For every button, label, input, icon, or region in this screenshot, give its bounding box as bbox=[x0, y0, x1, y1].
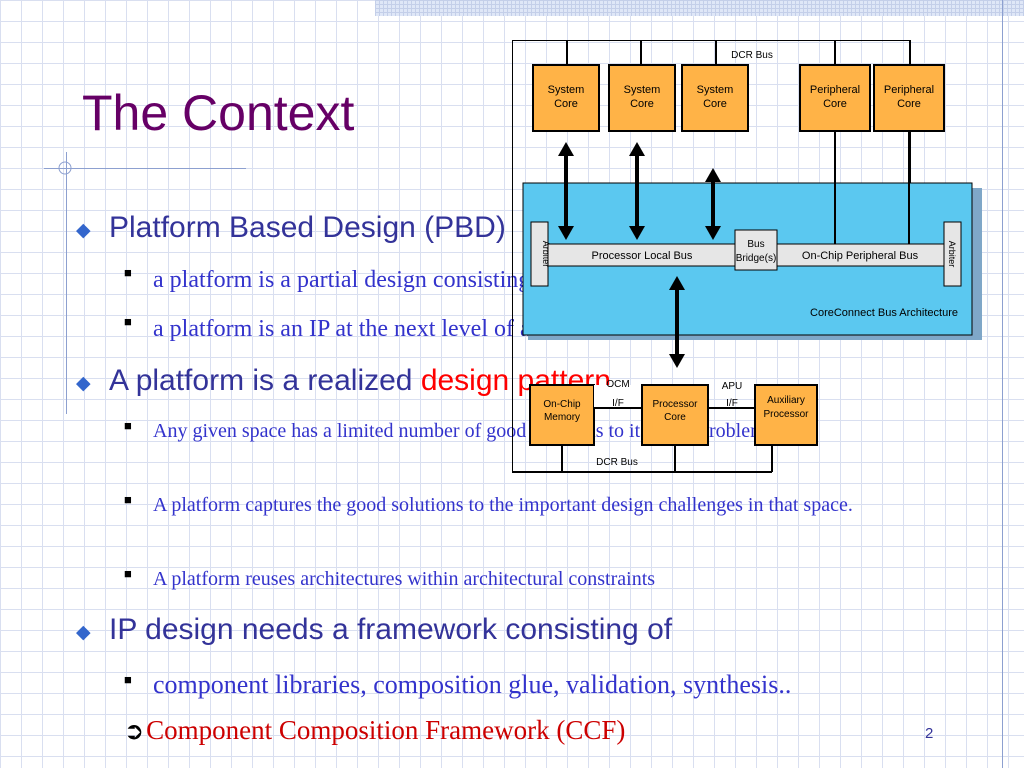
bullet-2-sub-2-text: A platform captures the good solutions t… bbox=[153, 494, 853, 516]
system-core-1-label-2: Core bbox=[554, 98, 578, 110]
bullet-2: ◆ A platform is a realized design patter… bbox=[76, 364, 611, 398]
bullet-1: ◆ Platform Based Design (PBD) bbox=[76, 211, 506, 245]
peripheral-core-1-label-1: Peripheral bbox=[810, 84, 860, 96]
bullet-1-text: Platform Based Design (PBD) bbox=[109, 211, 506, 244]
square-bullet-icon: ■ bbox=[124, 418, 132, 433]
bullet-2-sub-1: ■ Any given space has a limited number o… bbox=[124, 418, 953, 444]
ocm-if bbox=[594, 385, 642, 407]
conclusion: ➲Component Composition Framework (CCF) bbox=[124, 715, 625, 746]
conclusion-text: Component Composition Framework (CCF) bbox=[146, 715, 626, 745]
system-core-3-label-2: Core bbox=[703, 98, 727, 110]
ocm-if-label-1: OCM bbox=[606, 379, 629, 390]
coreconnect-architecture-diagram: DCR Bus System Core System Core System C… bbox=[512, 40, 982, 473]
crosshair-ornament-icon bbox=[58, 161, 72, 175]
on-chip-memory-label-1: On-Chip bbox=[543, 399, 581, 410]
peripheral-core-1 bbox=[799, 64, 871, 132]
apu-if-label-1: APU bbox=[722, 381, 743, 392]
on-chip-peripheral-bus bbox=[776, 243, 945, 267]
square-bullet-icon: ■ bbox=[124, 492, 132, 507]
bullet-2-text: A platform is a realized bbox=[109, 364, 421, 397]
bullet-2-sub-1-text: Any given space has a limited number of … bbox=[153, 420, 779, 442]
on-chip-peripheral-bus-label: On-Chip Peripheral Bus bbox=[802, 250, 919, 262]
apu-if-label-2: I/F bbox=[726, 398, 738, 409]
on-chip-memory bbox=[529, 384, 595, 446]
processor-core-label-2: Core bbox=[664, 412, 686, 423]
bullet-2-sub-3-text: A platform reuses architectures within a… bbox=[153, 568, 656, 590]
dcr-bus-bottom-label: DCR Bus bbox=[596, 457, 638, 468]
top-decorative-band bbox=[375, 0, 1024, 16]
arbiter-right-label: Arbiter bbox=[947, 241, 957, 268]
diamond-bullet-icon: ◆ bbox=[76, 622, 91, 643]
square-bullet-icon: ■ bbox=[124, 265, 132, 280]
page-number: 2 bbox=[925, 725, 934, 742]
diamond-bullet-icon: ◆ bbox=[76, 373, 91, 394]
arbiter-left-label: Arbiter bbox=[541, 241, 551, 268]
square-bullet-icon: ■ bbox=[124, 672, 132, 687]
coreconnect-label: CoreConnect Bus Architecture bbox=[810, 307, 958, 319]
system-core-3-label-1: System bbox=[697, 84, 734, 96]
title-underline-rule bbox=[44, 168, 246, 169]
left-rule bbox=[66, 152, 67, 414]
slide-title: The Context bbox=[82, 85, 355, 141]
bullet-3-text: IP design needs a framework consisting o… bbox=[109, 613, 673, 646]
ocm-if-label-2: I/F bbox=[612, 398, 624, 409]
bullet-2-sub-3: ■ A platform reuses architectures within… bbox=[124, 566, 953, 592]
bus-bridge-label-2: Bridge(s) bbox=[736, 253, 777, 264]
circled-arrow-icon: ➲ bbox=[124, 717, 145, 745]
dcr-bus-top-label: DCR Bus bbox=[731, 50, 773, 61]
bus-bridge bbox=[734, 229, 778, 271]
bullet-2-sub-2: ■ A platform captures the good solutions… bbox=[124, 492, 998, 518]
auxiliary-processor-label-1: Auxiliary bbox=[767, 395, 805, 406]
auxiliary-processor-label-2: Processor bbox=[763, 409, 809, 420]
bullet-3: ◆ IP design needs a framework consisting… bbox=[76, 613, 673, 647]
right-rule bbox=[1002, 0, 1003, 768]
processor-core-label-1: Processor bbox=[652, 399, 698, 410]
square-bullet-icon: ■ bbox=[124, 566, 132, 581]
system-core-2-label-2: Core bbox=[630, 98, 654, 110]
processor-core bbox=[641, 384, 709, 446]
peripheral-core-2-label-1: Peripheral bbox=[884, 84, 934, 96]
system-core-2-label-1: System bbox=[624, 84, 661, 96]
peripheral-core-2-label-2: Core bbox=[897, 98, 921, 110]
processor-local-bus-label: Processor Local Bus bbox=[592, 250, 693, 262]
auxiliary-processor bbox=[754, 384, 818, 446]
bullet-3-sub-1-text: component libraries, composition glue, v… bbox=[153, 670, 792, 699]
system-core-3 bbox=[681, 64, 749, 132]
system-core-2 bbox=[608, 64, 676, 132]
diamond-bullet-icon: ◆ bbox=[76, 220, 91, 241]
peripheral-core-1-label-2: Core bbox=[823, 98, 847, 110]
square-bullet-icon: ■ bbox=[124, 314, 132, 329]
bus-bridge-label-1: Bus bbox=[747, 239, 764, 250]
on-chip-memory-label-2: Memory bbox=[544, 412, 580, 423]
system-core-1-label-1: System bbox=[548, 84, 585, 96]
bullet-3-sub-1: ■ component libraries, composition glue,… bbox=[124, 668, 792, 702]
system-core-1 bbox=[532, 64, 600, 132]
